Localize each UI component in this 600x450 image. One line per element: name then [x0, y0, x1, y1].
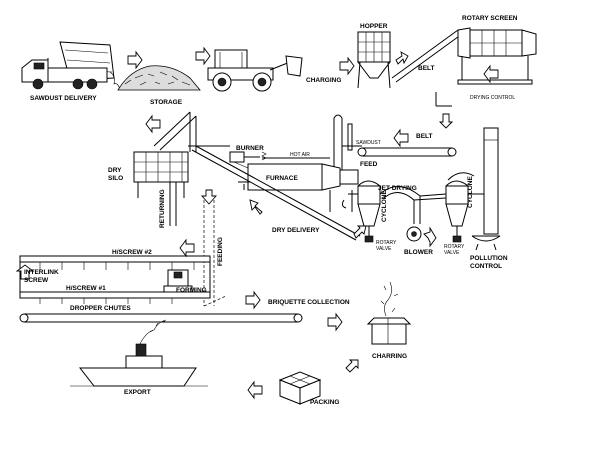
arrow-rotary-valve — [423, 226, 437, 248]
label-drying-control: DRYING CONTROL — [470, 95, 515, 101]
forming-press — [163, 269, 193, 293]
label-dry-silo: DRY SILO — [108, 167, 123, 182]
label-rotary-valve-right: ROTARY VALVE — [444, 244, 466, 256]
charring-kiln — [366, 281, 412, 345]
label-pollution-line1: POLLUTION — [470, 255, 508, 262]
arrow-briquette-collection — [245, 290, 261, 310]
label-pollution-line2: CONTROL — [470, 263, 502, 270]
mid-belt — [357, 147, 457, 157]
arrow-dry-delivery — [249, 199, 263, 215]
interlink-frame — [19, 256, 211, 296]
label-jet-drying: JET DRYING — [378, 185, 417, 192]
briquette-conveyor — [19, 313, 303, 323]
hscrew-1 — [19, 291, 211, 304]
label-charring: CHARRING — [372, 353, 407, 360]
label-furnace: FURNACE — [266, 175, 298, 182]
label-dropper-chutes: DROPPER CHUTES — [70, 305, 131, 312]
arrow-delivery-to-storage — [127, 50, 143, 70]
dry-delivery-line — [191, 145, 361, 241]
label-belt-mid: BELT — [416, 133, 433, 140]
arrow-dry-delivery-end — [353, 225, 367, 239]
label-sawdust-delivery: SAWDUST DELIVERY — [30, 95, 97, 102]
arrow-packing-to-export — [247, 380, 263, 400]
dump-truck — [21, 41, 121, 91]
front-loader — [207, 49, 303, 92]
burner — [229, 151, 267, 163]
label-hscrew1: H/SCREW #1 — [66, 285, 106, 292]
label-storage: STORAGE — [150, 99, 183, 106]
returning-feeding-lines — [169, 182, 227, 307]
label-charging: CHARGING — [306, 77, 341, 84]
label-feeding: FEEDING — [217, 237, 224, 266]
label-pollution-control: POLLUTION CONTROL — [470, 255, 509, 270]
arrow-interlink — [15, 264, 35, 280]
silo-feed-incline — [153, 111, 230, 152]
cyclone-left — [341, 180, 381, 243]
screen-drop-line — [435, 92, 454, 129]
label-burner: BURNER — [236, 145, 264, 152]
arrow-storage-to-loader — [195, 46, 211, 66]
packing-boxes — [278, 371, 322, 405]
label-hopper: HOPPER — [360, 23, 388, 30]
label-interlink-screw: INTERLINK SCREW — [24, 269, 60, 284]
incline-belt-top — [391, 29, 463, 83]
label-rv-left-line1: ROTARY — [376, 240, 397, 246]
label-dry-silo-line2: SILO — [108, 175, 123, 182]
label-cyclone-left: CYCLONE — [381, 190, 388, 222]
cyclone-right — [445, 172, 484, 243]
arrow-charring-to-packing — [345, 359, 359, 373]
hscrew-2 — [19, 255, 211, 270]
pollution-control-tower — [471, 127, 501, 251]
hopper — [357, 31, 391, 89]
label-interlink-line2: SCREW — [24, 277, 49, 284]
label-rv-right-line1: ROTARY — [444, 244, 465, 250]
arrow-returning — [179, 238, 195, 258]
arrow-hopper-to-belt — [395, 51, 409, 65]
label-briquette-collection: BRIQUETTE COLLECTION — [268, 299, 350, 306]
arrow-belt-leftward — [393, 128, 409, 148]
arrow-loader-to-hopper — [339, 56, 355, 76]
label-rv-right-line2: VALVE — [444, 250, 460, 256]
label-dry-delivery: DRY DELIVERY — [272, 227, 320, 234]
arrow-to-silo — [145, 114, 161, 134]
label-belt-top: BELT — [418, 65, 435, 72]
label-sawdust: SAWDUST — [356, 140, 381, 146]
label-dry-silo-line1: DRY — [108, 167, 122, 174]
label-cyclone-right: CYCLONE — [467, 176, 474, 208]
arrow-drying-control — [483, 64, 499, 84]
label-blower: BLOWER — [404, 249, 433, 256]
rotary-screen — [457, 27, 537, 85]
label-packing: PACKING — [310, 399, 340, 406]
dry-silo — [133, 151, 189, 198]
label-interlink-line1: INTERLINK — [24, 269, 59, 276]
storage-pile — [117, 65, 201, 91]
label-returning: RETURNING — [159, 189, 166, 228]
arrow-feeding — [201, 189, 217, 205]
export-ship — [70, 319, 208, 387]
label-export: EXPORT — [124, 389, 151, 396]
label-rv-left-line2: VALVE — [376, 246, 392, 252]
label-rotary-screen: ROTARY SCREEN — [462, 15, 518, 22]
label-forming: FORMING — [176, 287, 207, 294]
label-rotary-valve-left: ROTARY VALVE — [376, 240, 398, 252]
jet-drying-duct — [379, 186, 447, 242]
label-hot-air: HOT AIR — [290, 152, 310, 158]
label-feed: FEED — [360, 161, 378, 168]
arrow-to-charring — [327, 312, 343, 332]
label-hscrew2: H/SCREW #2 — [112, 249, 152, 256]
